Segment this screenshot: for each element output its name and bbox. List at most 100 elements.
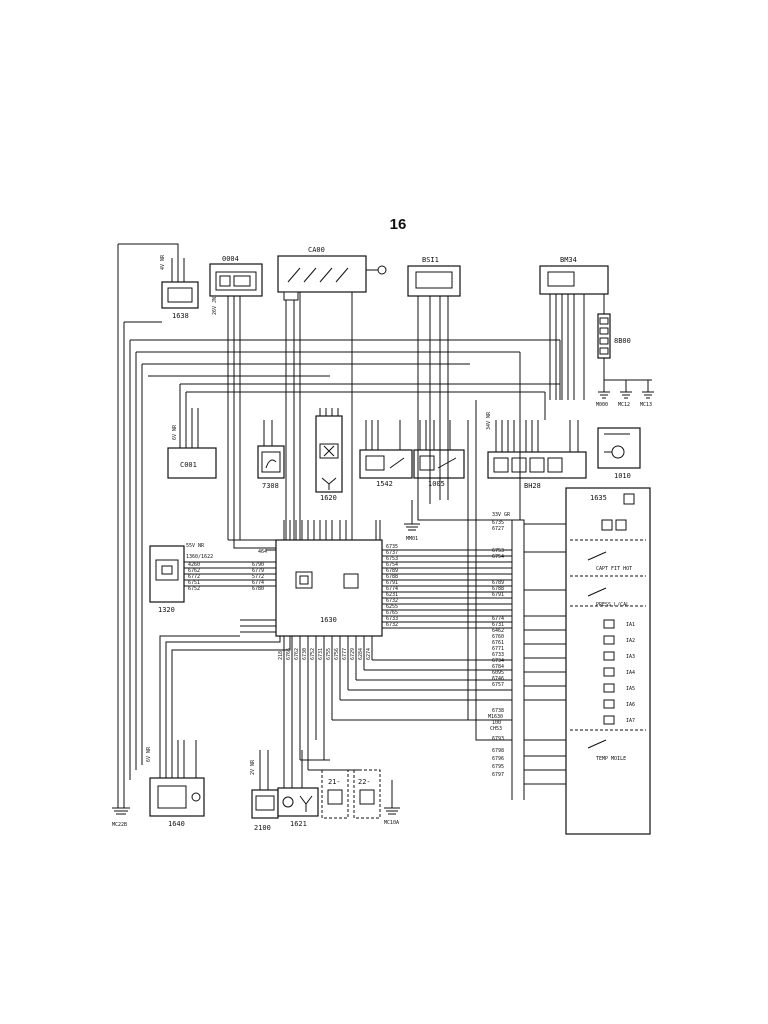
- wire-label: 6774: [252, 580, 264, 586]
- wire-label: 6780: [252, 586, 264, 592]
- wire-label: 6779: [252, 568, 264, 574]
- component-0004: 0004 26V JN: [209, 255, 263, 540]
- wire-label: 6771: [492, 646, 504, 652]
- component-1638: 4V NR 1638: [160, 254, 199, 320]
- wire-label: 6791: [492, 592, 504, 598]
- wire-label: 6784: [492, 664, 504, 670]
- wire-label: 6755: [326, 648, 332, 660]
- ground-mm01: MM01: [406, 536, 418, 542]
- conn-6v: 6V NR: [146, 746, 152, 762]
- wire-label: 6765: [386, 610, 398, 616]
- wire-label: 6729: [350, 648, 356, 660]
- wire-label: 218: [278, 651, 284, 660]
- component-1010: 1010: [597, 427, 641, 480]
- wire-label: 6727: [492, 526, 504, 532]
- label-21: 21-: [328, 778, 341, 786]
- wire-label: 6793: [492, 736, 504, 742]
- wire-labels-bottom: 218 6766 6762 6730 6752 6731 6755 6756 6…: [278, 648, 372, 660]
- conn-55v: 55V NR: [186, 543, 205, 549]
- wire-label: 6774: [492, 616, 504, 622]
- conn-2v: 2V NR: [250, 759, 256, 775]
- label-22: 22-: [358, 778, 371, 786]
- label-bsi1: BSI1: [422, 256, 439, 264]
- component-7308: 7308: [257, 420, 285, 490]
- label-bm34: BM34: [560, 256, 577, 264]
- wire-label: 6732: [386, 622, 398, 628]
- label-1635: 1635: [590, 494, 607, 502]
- wire-label: 6777: [342, 648, 348, 660]
- wire-label: 6095: [492, 670, 504, 676]
- wire-label: 5772: [252, 574, 264, 580]
- label-1638: 1638: [172, 312, 189, 320]
- pin-label: IA7: [626, 718, 635, 724]
- wire-label: CH53: [490, 726, 502, 732]
- ground-mc12: MC12: [618, 402, 630, 408]
- wire-label: 6231: [386, 592, 398, 598]
- component-1635: 1635: [565, 487, 651, 835]
- component-8b00: 8B00 M000 MC12 MC13: [596, 294, 654, 408]
- pin-label: IA1: [626, 622, 635, 628]
- wire-labels-block: 33V GR 6735 6727 6753 6754 6789 6788 679…: [488, 512, 511, 778]
- label-1010: 1010: [614, 472, 631, 480]
- ground-mc13: MC13: [640, 402, 652, 408]
- conn-33v: 33V GR: [492, 512, 511, 518]
- wire-label: 6752: [188, 586, 200, 592]
- wire-label: 6751: [188, 580, 200, 586]
- wire-label: 6790: [252, 562, 264, 568]
- wire-label: 6754: [386, 562, 398, 568]
- label-1620: 1620: [320, 494, 337, 502]
- bus-wires: [159, 340, 566, 800]
- svg-text:26V JN: 26V JN: [212, 297, 218, 315]
- wire-label: 6737: [386, 550, 398, 556]
- component-bh28: BH28 34V NR: [486, 411, 587, 490]
- svg-text:6V NR: 6V NR: [172, 424, 178, 440]
- wire-label: 6766: [286, 648, 292, 660]
- pin-label: IA6: [626, 702, 635, 708]
- wire-label: 6772: [188, 574, 200, 580]
- wire-label: 6798: [492, 748, 504, 754]
- label-1005: 1005: [428, 480, 445, 488]
- component-1320: 1320 55V NR 1360/1622: [149, 543, 213, 614]
- label-ca00: CA00: [308, 246, 325, 254]
- conn-34v: 34V NR: [486, 411, 492, 430]
- wire-label: 6774: [386, 586, 398, 592]
- relay-label: PRESS L/CAL: [596, 602, 629, 608]
- wire-label: 6284: [358, 648, 364, 660]
- svg-text:4V NR: 4V NR: [160, 254, 166, 270]
- wire-label: 6735: [492, 520, 504, 526]
- wire-label: 6255: [386, 604, 398, 610]
- wire-label: 6730: [302, 648, 308, 660]
- wire-label: 6795: [492, 764, 504, 770]
- label-1630: 1630: [320, 616, 337, 624]
- wire-label: 6791: [386, 580, 398, 586]
- wire-label: 6796: [492, 756, 504, 762]
- ground-mm01-group: MM01: [404, 500, 420, 542]
- wire-label: 6746: [492, 676, 504, 682]
- wire-label: 6789: [386, 568, 398, 574]
- ground-mc10a-group: MC10A: [384, 780, 400, 826]
- component-1620: 1620: [315, 408, 343, 502]
- component-1542: 1542: [359, 420, 413, 488]
- component-1630: 1630 464: [258, 520, 383, 637]
- ground-mc22b: MC22B: [112, 822, 127, 828]
- wire-label: 6756: [334, 648, 340, 660]
- wire-label: 6274: [366, 648, 372, 660]
- relay-labels-1635: CAPT FIT HOT PRESS L/CAL TEMP MOILE: [596, 566, 632, 762]
- label-2100: 2100: [254, 824, 271, 832]
- wire-label: M1630: [488, 714, 503, 720]
- wire-label: 6753: [492, 548, 504, 554]
- wire-labels-1320: 4260 6762 6772 6751 6752: [188, 562, 200, 592]
- ground-mc22b-group: MC22B: [112, 790, 130, 828]
- wire-label: 6732: [386, 598, 398, 604]
- component-21: 21-: [321, 769, 349, 819]
- wire-labels-1630-left: 6790 6779 5772 6774 6780: [252, 562, 264, 592]
- label-8b00: 8B00: [614, 337, 631, 345]
- wire-label: 6733: [492, 652, 504, 658]
- wire-label: 6760: [492, 634, 504, 640]
- wire-label: 6788: [492, 586, 504, 592]
- wire-label: 6731: [318, 648, 324, 660]
- wire-label: 6789: [492, 580, 504, 586]
- label-1640: 1640: [168, 820, 185, 828]
- label-7308: 7308: [262, 482, 279, 490]
